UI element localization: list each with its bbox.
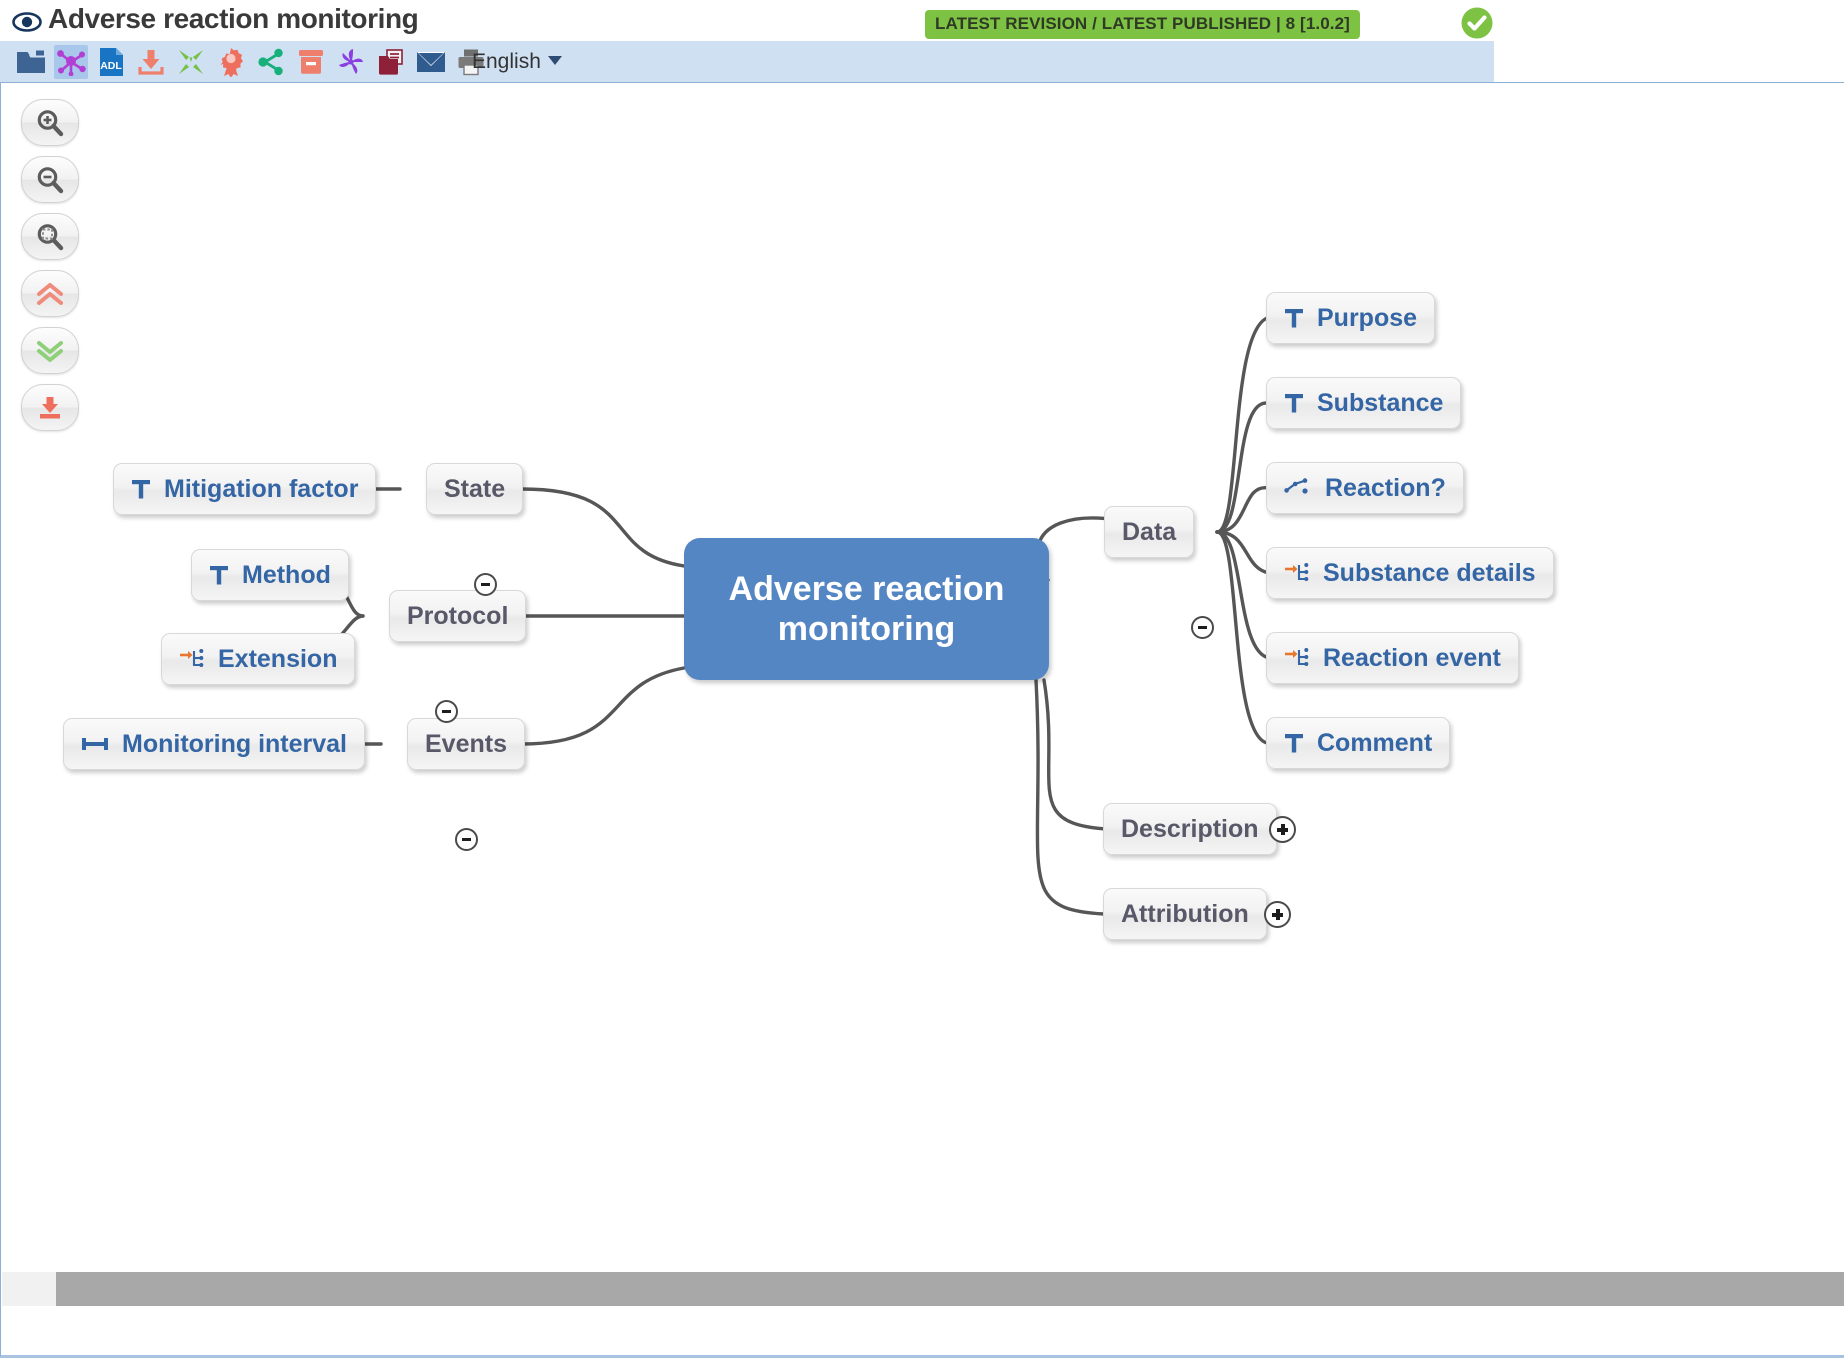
share-icon[interactable] — [254, 45, 288, 79]
node-reaction[interactable]: Reaction? — [1266, 462, 1464, 514]
node-label: Data — [1122, 517, 1177, 546]
horizontal-scrollbar-thumb[interactable] — [56, 1272, 1844, 1306]
chevron-down-icon — [547, 56, 562, 65]
print-icon[interactable] — [454, 45, 488, 79]
interval-icon — [81, 735, 109, 753]
language-label: English — [472, 50, 541, 73]
page-header: Adverse reaction monitoring LATEST REVIS… — [0, 0, 1844, 46]
toggle-description-expand[interactable] — [1269, 816, 1296, 843]
node-comment[interactable]: Comment — [1266, 717, 1451, 769]
node-reaction-event[interactable]: Reaction event — [1266, 632, 1519, 684]
node-label: Substance details — [1323, 558, 1536, 587]
text-type-icon — [131, 478, 151, 500]
text-type-icon — [1284, 732, 1304, 754]
node-label: Protocol — [407, 601, 509, 630]
language-selector[interactable]: English — [472, 50, 562, 74]
node-substance[interactable]: Substance — [1266, 377, 1462, 429]
expand-all-icon[interactable] — [21, 327, 79, 374]
toggle-data-collapse[interactable] — [1191, 616, 1214, 639]
node-state[interactable]: State — [426, 463, 524, 515]
zoom-in-icon[interactable] — [21, 99, 79, 146]
award-ribbon-icon[interactable] — [214, 45, 248, 79]
zoom-out-icon[interactable] — [21, 156, 79, 203]
node-mitigation-factor[interactable]: Mitigation factor — [113, 463, 377, 515]
node-attribution[interactable]: Attribution — [1103, 888, 1267, 940]
download-icon[interactable] — [134, 45, 168, 79]
main-toolbar: ADL — [0, 41, 1494, 82]
node-events[interactable]: Events — [407, 718, 525, 770]
save-image-icon[interactable] — [21, 384, 79, 431]
node-label: Purpose — [1317, 303, 1418, 332]
node-label: Extension — [218, 644, 338, 673]
slot-archetype-icon — [179, 648, 205, 670]
boolean-icon — [1284, 477, 1312, 499]
zoom-toolbar — [21, 99, 79, 441]
eye-icon — [12, 8, 42, 36]
adl-file-icon[interactable]: ADL — [94, 45, 128, 79]
node-label: Description — [1121, 814, 1259, 843]
archive-box-icon[interactable] — [294, 45, 328, 79]
node-label: Comment — [1317, 728, 1433, 757]
node-label: Mitigation factor — [164, 474, 359, 503]
toggle-events-collapse[interactable] — [455, 828, 478, 851]
node-monitoring-interval[interactable]: Monitoring interval — [63, 718, 365, 770]
text-type-icon — [209, 564, 229, 586]
toggle-protocol-collapse[interactable] — [435, 700, 458, 723]
node-label: Reaction? — [1325, 473, 1446, 502]
page-title: Adverse reaction monitoring — [48, 3, 419, 34]
node-label: Attribution — [1121, 899, 1249, 928]
green-check-icon — [1460, 6, 1494, 40]
mail-icon[interactable] — [414, 45, 448, 79]
horizontal-scrollbar[interactable] — [2, 1272, 1844, 1306]
node-label: Reaction event — [1323, 643, 1501, 672]
node-label: Substance — [1317, 388, 1444, 417]
text-type-icon — [1284, 307, 1304, 329]
document-folder-icon[interactable] — [374, 45, 408, 79]
mindmap-icon[interactable] — [54, 45, 88, 79]
node-label: Events — [425, 729, 507, 758]
folder-icon[interactable] — [14, 45, 48, 79]
node-substance-details[interactable]: Substance details — [1266, 547, 1554, 599]
node-label: State — [444, 474, 506, 503]
node-label: Method — [242, 560, 331, 589]
node-protocol[interactable]: Protocol — [389, 590, 527, 642]
collapse-all-icon[interactable] — [21, 270, 79, 317]
text-type-icon — [1284, 392, 1304, 414]
slot-archetype-icon — [1284, 647, 1310, 669]
revision-swirl-icon[interactable] — [334, 45, 368, 79]
node-label: Monitoring interval — [122, 729, 347, 758]
node-method[interactable]: Method — [191, 549, 349, 601]
node-purpose[interactable]: Purpose — [1266, 292, 1436, 344]
toggle-attribution-expand[interactable] — [1264, 901, 1291, 928]
svg-text:ADL: ADL — [100, 60, 122, 72]
zoom-reset-icon[interactable] — [21, 213, 79, 260]
node-description[interactable]: Description — [1103, 803, 1277, 855]
collapse-icon[interactable] — [174, 45, 208, 79]
revision-status-badge: LATEST REVISION / LATEST PUBLISHED | 8 [… — [925, 10, 1360, 39]
slot-archetype-icon — [1284, 562, 1310, 584]
toggle-state-collapse[interactable] — [474, 573, 497, 596]
node-data[interactable]: Data — [1104, 506, 1195, 558]
node-extension[interactable]: Extension — [161, 633, 356, 685]
